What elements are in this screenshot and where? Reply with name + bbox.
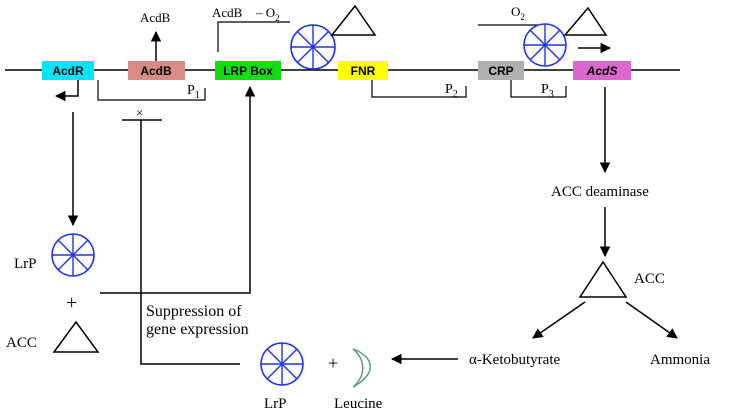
leucine-crescent-icon	[352, 348, 371, 388]
acc-triangle-icon	[563, 6, 608, 36]
acdR-transcription-arrow-icon	[54, 80, 79, 102]
p3-letter: P	[541, 82, 549, 97]
acc-right-label: ACC	[634, 271, 665, 287]
acc-triangle-icon	[578, 260, 628, 298]
minus-o2-text: – O	[255, 5, 275, 20]
gene-acdS-label: AcdS	[586, 64, 618, 78]
acdB-product-label: AcdB	[140, 10, 171, 25]
gene-lrp-box-rect	[215, 61, 281, 80]
gene-crp-box	[478, 61, 524, 80]
leucine-label: Leucine	[334, 396, 383, 412]
acdB-o2-bracket	[217, 21, 290, 52]
lrp-wheel-spoke	[57, 239, 89, 271]
acc-to-ketobutyrate-arrow-icon	[532, 301, 586, 339]
lrp-wheel-spoke	[296, 30, 330, 64]
lrp-left-label: LrP	[14, 256, 37, 272]
gene-crp-label: CRP	[488, 64, 513, 78]
lrp-wheel-icon	[260, 342, 304, 386]
gene-acdS: AcdS	[573, 61, 631, 80]
plus-bottom: +	[328, 353, 338, 373]
gene-fnr: FNR	[338, 61, 388, 80]
inhibit-mark: ×	[136, 105, 143, 120]
p1-bracket	[97, 80, 206, 101]
p1-sub: 1	[195, 90, 200, 101]
inhibition-line	[140, 120, 240, 365]
p3-label: P3	[541, 82, 554, 100]
gene-crp: CRP	[478, 61, 524, 80]
suppression-line-1: Suppression of	[146, 303, 242, 320]
lrp-wheel-spoke	[266, 348, 298, 380]
gene-acdR-label: AcdR	[52, 64, 84, 78]
gene-lrp-box-label: LRP Box	[223, 64, 273, 78]
minus-o2-label: – O2	[255, 5, 280, 23]
o2-text: O	[511, 4, 520, 19]
acc-to-ammonia-arrow-icon	[625, 301, 678, 339]
o2-sub: 2	[520, 12, 525, 22]
lrp-bottom-label: LrP	[264, 396, 287, 412]
p2-label: P2	[445, 82, 458, 100]
acc-triangle-icon	[330, 4, 377, 36]
acc-triangle-icon	[52, 320, 100, 353]
acc-deaminase-label: ACC deaminase	[551, 184, 649, 200]
p3-sub: 3	[549, 89, 554, 100]
lrp-wheel-icon	[290, 24, 336, 70]
p2-sub: 2	[453, 89, 458, 100]
minus-o2-sub: 2	[275, 13, 280, 23]
lrp-wheel-icon	[51, 233, 95, 277]
ammonia-label: Ammonia	[650, 352, 710, 368]
p1-letter: P	[187, 83, 195, 98]
p3-bracket	[510, 80, 567, 98]
gene-acdR: AcdR	[42, 61, 94, 80]
p1-label: P1	[187, 83, 200, 101]
lrp-wheel-spoke	[529, 29, 561, 61]
lrp-activation-arrow-icon	[100, 85, 256, 294]
gene-acdB-label: AcdB	[140, 64, 172, 78]
gene-lrp-box: LRP Box	[215, 61, 281, 80]
gene-acdR-box	[42, 61, 94, 80]
p2-letter: P	[445, 82, 453, 97]
plus-left: +	[66, 292, 77, 314]
suppression-line-2: gene expression	[146, 321, 249, 338]
acdB-top-label: AcdB	[212, 5, 243, 20]
lrp-wheel-icon	[523, 23, 567, 67]
gene-acdB: AcdB	[128, 61, 185, 80]
acc-left-label: ACC	[6, 335, 37, 351]
gene-acdB-box	[128, 61, 185, 80]
ketobutyrate-label: α-Ketobutyrate	[469, 352, 560, 368]
p2-bracket	[371, 80, 467, 98]
gene-fnr-label: FNR	[351, 64, 376, 78]
o2-label: O2	[511, 4, 525, 22]
gene-acdS-box	[573, 61, 631, 80]
gene-fnr-box	[338, 61, 388, 80]
